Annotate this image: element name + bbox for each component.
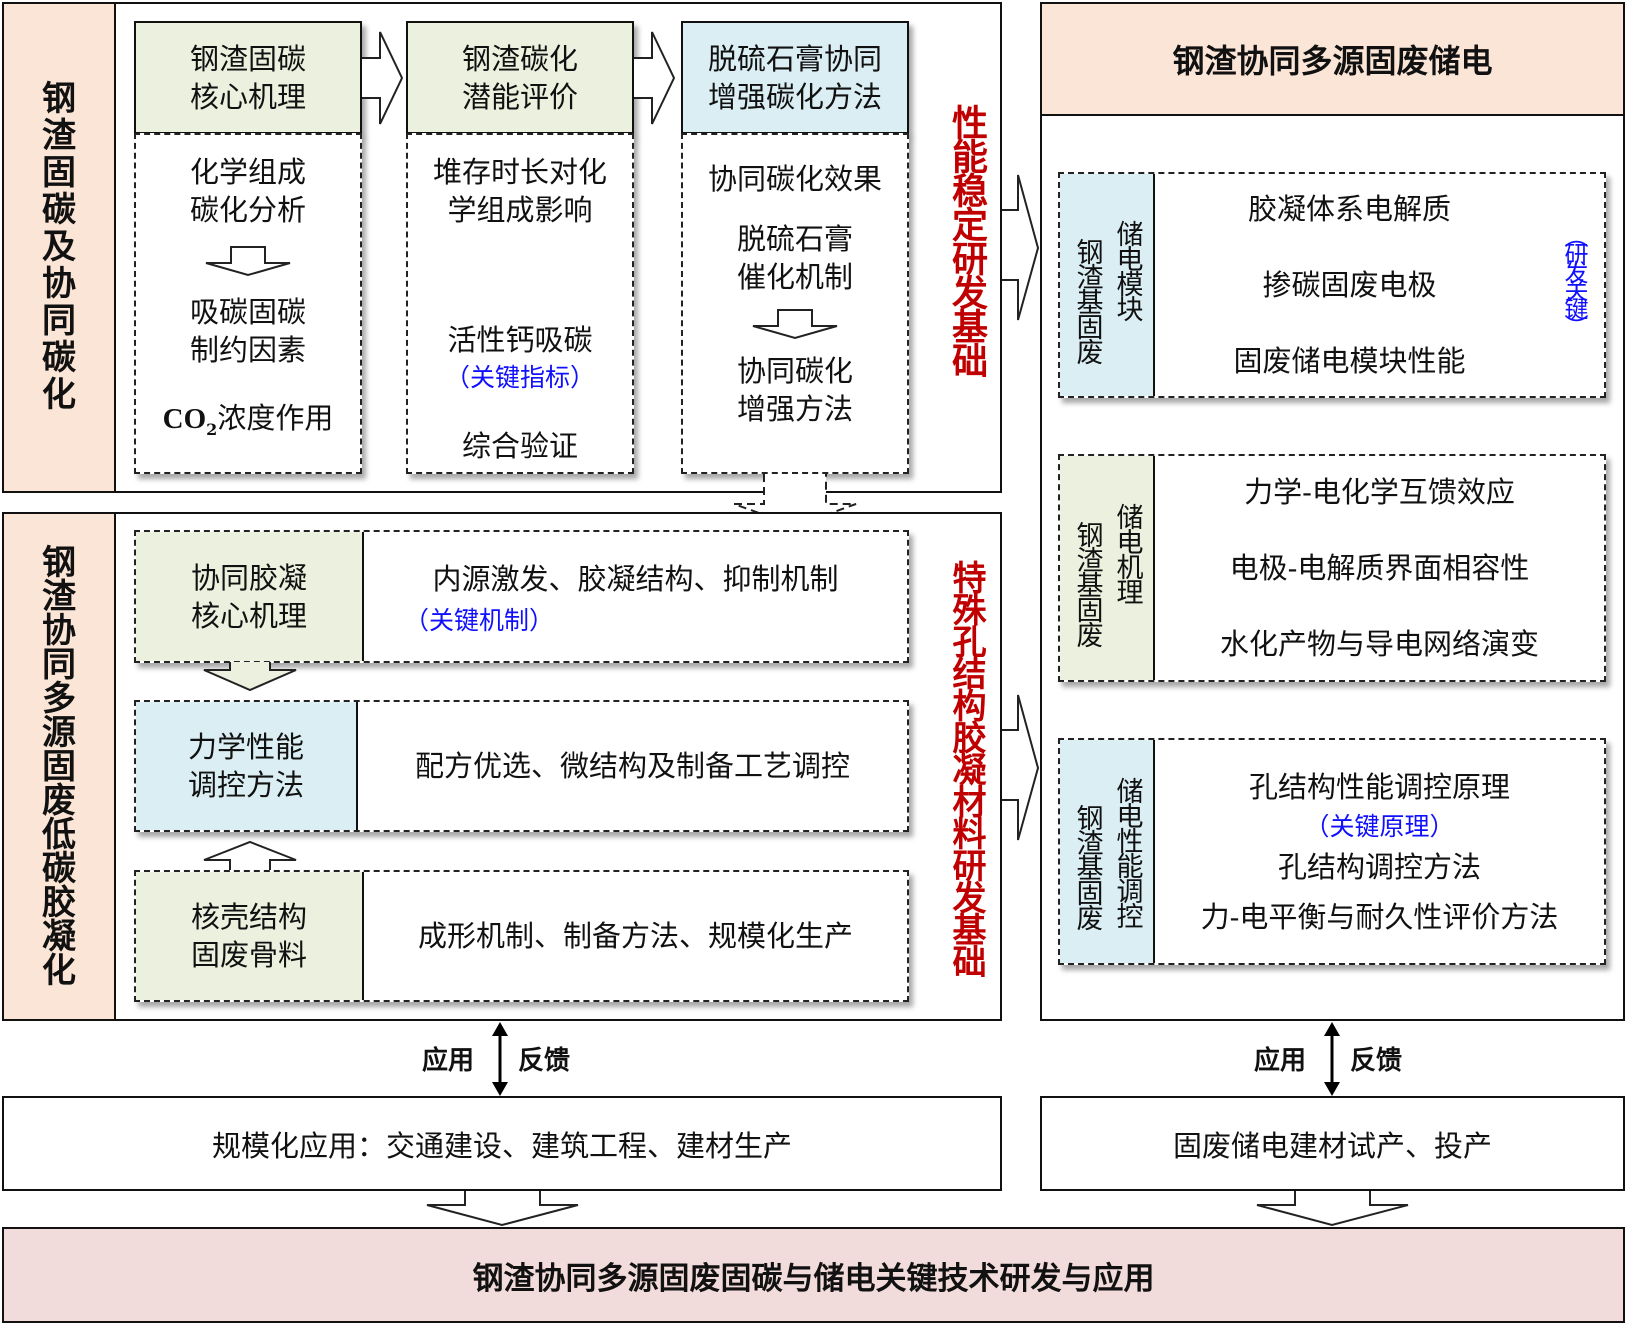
application-text: 规模化应用：交通建设、建筑工程、建材生产: [211, 1128, 792, 1163]
module-label-b: 储电机理: [1111, 503, 1143, 603]
col2-body: 堆存时长对化学组成影响 活性钙吸碳 （关键指标） 综合验证: [406, 133, 634, 474]
down-arrow-icon: [205, 246, 291, 277]
col1-item: 吸碳固碳制约因素: [189, 295, 306, 367]
down-arrow-icon: [1256, 1191, 1409, 1227]
row-header-text: 核壳结构固废骨料: [190, 900, 307, 972]
row-mechanical: 力学性能调控方法 配方优选、微结构及制备工艺调控: [134, 700, 909, 832]
module-item: 水化产物与导电网络演变: [1219, 627, 1539, 661]
row-header: 协同胶凝核心机理: [136, 532, 364, 661]
right-arrow-icon: [362, 31, 404, 125]
feedback-label: 反馈: [518, 1046, 571, 1076]
application-box: 规模化应用：交通建设、建筑工程、建材生产: [2, 1096, 1002, 1191]
production-text: 固废储电建材试产、投产: [1172, 1128, 1492, 1163]
row-text: 内源激发、胶凝结构、抑制机制: [432, 561, 839, 596]
col3-item: 脱硫石膏催化机制: [736, 222, 853, 294]
cementation-panel-label: 钢渣协同多源固废低碳胶凝化: [4, 514, 116, 1019]
col3-header-text: 脱硫石膏协同增强碳化方法: [707, 41, 882, 114]
col1-header-text: 钢渣固碳核心机理: [189, 41, 306, 114]
module-label-b: 储电性能调控: [1111, 776, 1143, 927]
module-item: 电极-电解质界面相容性: [1229, 551, 1530, 585]
col1-header: 钢渣固碳核心机理: [134, 21, 362, 134]
col2-header: 钢渣碳化潜能评价: [406, 21, 634, 134]
down-arrow-icon: [426, 1191, 579, 1227]
module-label-b: 储电模块: [1111, 220, 1143, 320]
double-arrow-icon: [492, 1022, 508, 1096]
key-mechanism-note: （关键机制）: [404, 605, 555, 635]
module-content: 孔结构性能调控原理 （关键原理） 孔结构调控方法力-电平衡与耐久性评价方法: [1155, 740, 1604, 963]
key-principle-note: （关键原理）: [1304, 811, 1455, 841]
col3-item: 协同碳化增强方法: [736, 354, 853, 426]
row-text: 成形机制、制备方法、规模化生产: [417, 919, 853, 953]
side-label-text: 钢渣协同多源固废低碳胶凝化: [42, 542, 76, 991]
research-key-note: （研发关键）: [1560, 224, 1588, 332]
row-content: 配方优选、微结构及制备工艺调控: [358, 702, 907, 830]
row-header: 力学性能调控方法: [136, 702, 358, 830]
row-mechanism: 协同胶凝核心机理 内源激发、胶凝结构、抑制机制 （关键机制）: [134, 530, 909, 663]
final-goal-box: 钢渣协同多源固废固碳与储电关键技术研发与应用: [2, 1227, 1625, 1323]
module-header: 钢渣基固废储电机理: [1060, 456, 1155, 680]
key-indicator-note: （关键指标）: [444, 363, 595, 392]
co2-suffix: 浓度作用: [217, 401, 334, 435]
module-content: 胶凝体系电解质掺碳固废电极固废储电模块性能: [1155, 174, 1544, 396]
col1-item: 化学组成碳化分析: [189, 155, 306, 227]
row-aggregate: 核壳结构固废骨料 成形机制、制备方法、规模化生产: [134, 870, 909, 1002]
col2-item: 综合验证: [461, 429, 578, 463]
col2-header-text: 钢渣碳化潜能评价: [461, 41, 578, 114]
row-header-text: 协同胶凝核心机理: [190, 560, 307, 633]
final-goal-text: 钢渣协同多源固废固碳与储电关键技术研发与应用: [472, 1260, 1155, 1297]
col2-item: 堆存时长对化学组成影响: [432, 155, 607, 227]
module-item: 力-电平衡与耐久性评价方法: [1200, 899, 1559, 934]
module-item: 固废储电模块性能: [1233, 344, 1466, 378]
module-label-a: 钢渣基固废: [1071, 237, 1103, 363]
module-mechanism: 钢渣基固废储电机理 力学-电化学互馈效应电极-电解质界面相容性水化产物与导电网络…: [1058, 454, 1606, 682]
col3-header: 脱硫石膏协同增强碳化方法: [681, 21, 909, 134]
row-content: 内源激发、胶凝结构、抑制机制 （关键机制）: [364, 532, 907, 661]
module-header: 钢渣基固废储电模块: [1060, 174, 1155, 396]
co2-item: CO2浓度作用: [163, 399, 334, 449]
module-item: 孔结构调控方法: [1277, 849, 1481, 884]
module-item: 掺碳固废电极: [1262, 268, 1437, 302]
module-item: 力学-电化学互馈效应: [1244, 475, 1515, 509]
module-storage: 钢渣基固废储电模块 胶凝体系电解质掺碳固废电极固废储电模块性能 （研发关键）: [1058, 172, 1606, 398]
module-content: 力学-电化学互馈效应电极-电解质界面相容性水化产物与导电网络演变: [1155, 456, 1604, 680]
co2-prefix: CO: [162, 403, 207, 435]
row-content: 成形机制、制备方法、规模化生产: [364, 872, 907, 1000]
right-arrow-icon: [1002, 694, 1040, 841]
storage-panel-title: 钢渣协同多源固废储电: [1042, 4, 1623, 116]
col3-body: 协同碳化效果 脱硫石膏催化机制 协同碳化增强方法: [681, 133, 909, 474]
module-label-a: 钢渣基固废: [1071, 520, 1103, 646]
up-arrow-icon: [203, 840, 297, 870]
production-box: 固废储电建材试产、投产: [1040, 1096, 1625, 1191]
col3-item: 协同碳化效果: [707, 162, 882, 196]
row-header-text: 力学性能调控方法: [187, 730, 304, 802]
module-label-a: 钢渣基固废: [1071, 804, 1103, 929]
col1-body: 化学组成碳化分析 吸碳固碳制约因素 CO2浓度作用: [134, 133, 362, 474]
carbon-panel-label: 钢渣固碳及协同碳化: [4, 4, 116, 491]
row-header: 核壳结构固废骨料: [136, 872, 364, 1000]
module-item: 孔结构性能调控原理: [1248, 769, 1510, 804]
down-arrow-icon: [203, 662, 297, 692]
module-performance: 钢渣基固废储电性能调控 孔结构性能调控原理 （关键原理） 孔结构调控方法力-电平衡与…: [1058, 738, 1606, 965]
side-label-text: 钢渣固碳及协同碳化: [42, 79, 76, 415]
storage-title-text: 钢渣协同多源固废储电: [1172, 42, 1493, 80]
apply-label: 应用: [1254, 1046, 1307, 1076]
apply-label: 应用: [422, 1046, 475, 1076]
co2-sub: 2: [206, 419, 218, 439]
feedback-label: 反馈: [1350, 1046, 1403, 1076]
pore-structure-note: 特殊孔结构胶凝材料研发基础: [946, 560, 986, 976]
double-arrow-icon: [1324, 1022, 1340, 1096]
down-arrow-icon: [752, 309, 838, 340]
col2-item: 活性钙吸碳: [447, 323, 593, 357]
performance-note: 性能稳定研发基础: [946, 104, 987, 376]
row-text: 配方优选、微结构及制备工艺调控: [414, 749, 850, 783]
right-arrow-icon: [634, 31, 676, 125]
module-header: 钢渣基固废储电性能调控: [1060, 740, 1155, 963]
right-arrow-icon: [1002, 174, 1040, 321]
apply-feedback-right: 应用 反馈: [1232, 1022, 1432, 1096]
apply-feedback-left: 应用 反馈: [400, 1022, 600, 1096]
module-item: 胶凝体系电解质: [1247, 192, 1451, 226]
